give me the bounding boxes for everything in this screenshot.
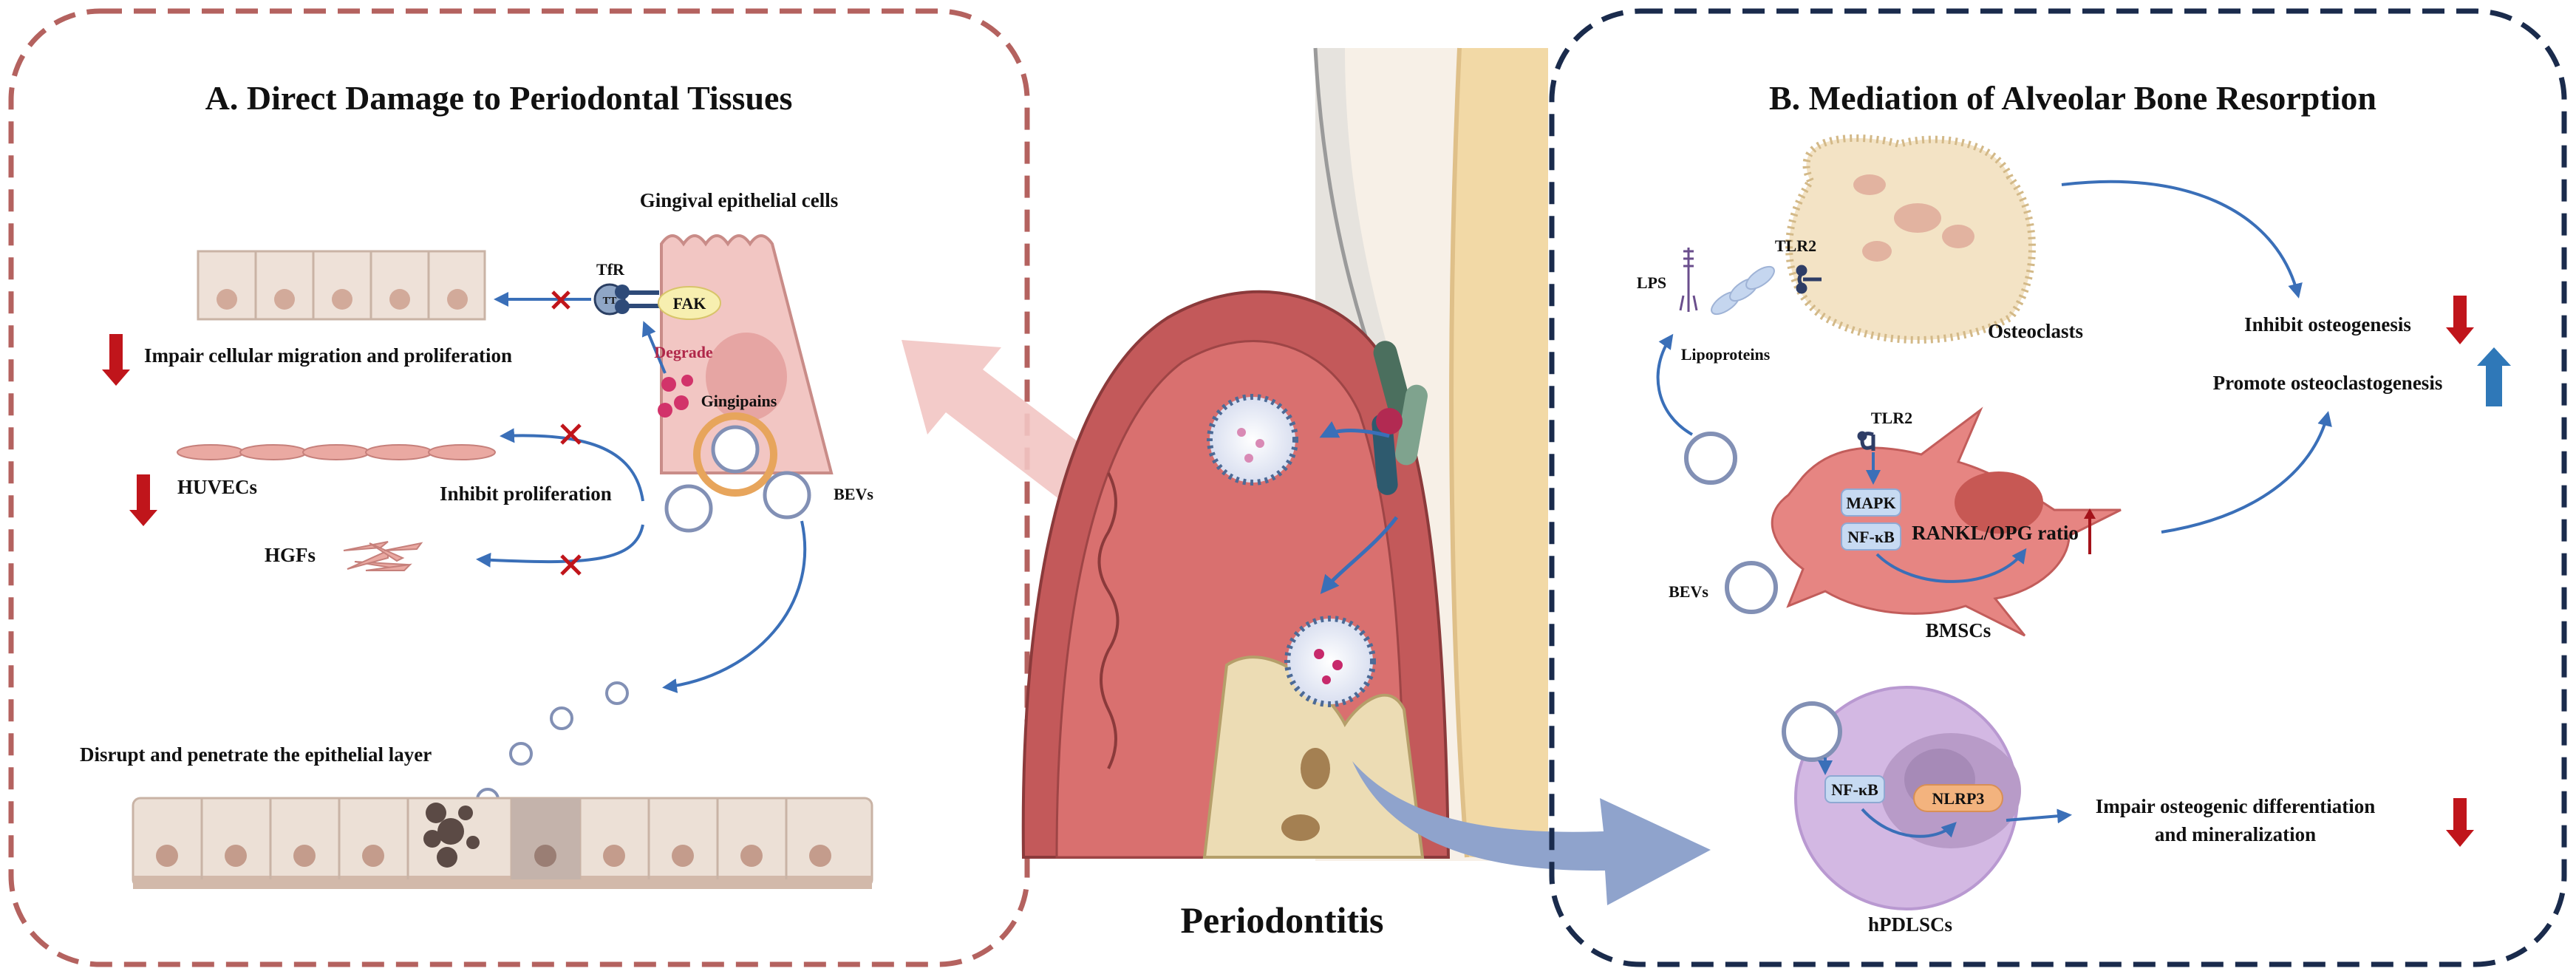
- periodontitis-label: Periodontitis: [1181, 899, 1384, 941]
- bevs-label-b: BEVs: [1669, 582, 1708, 601]
- fak-label: FAK: [673, 294, 706, 313]
- arrow-nfkb-to-rankl: [1875, 548, 2027, 583]
- block-x-icon: [551, 290, 570, 310]
- arrow-bacteria-to-vesicle-2: [1320, 516, 1398, 594]
- gum-vesicle-1: [1207, 394, 1298, 486]
- tt-label: TT: [603, 296, 617, 307]
- nlrp3-label: NLRP3: [1932, 789, 1985, 808]
- down-arrow-icon-b2: [2453, 798, 2467, 831]
- gingival-cells-label: Gingival epithelial cells: [640, 189, 839, 211]
- inhibit-proliferation-label: Inhibit proliferation: [440, 483, 612, 505]
- nfkb-bottom-label: NF-κB: [1831, 780, 1878, 799]
- tlr2-receptor-icon: [1796, 265, 1822, 294]
- tlr2-mid-receptor-icon: [1857, 431, 1875, 451]
- rankl-opg-label: RANKL/OPG ratio: [1912, 522, 2079, 544]
- epithelial-strip-top: [197, 250, 486, 321]
- arrow-to-hgfs: [476, 524, 644, 568]
- lps-label: LPS: [1637, 273, 1666, 292]
- down-arrow-head-b2: [2446, 830, 2474, 847]
- mapk-box: [1841, 488, 1901, 517]
- impair-osteogenic-line2: and mineralization: [2155, 823, 2316, 845]
- hgfs-cells-icon: [343, 541, 423, 571]
- down-arrow-head-2: [129, 510, 157, 526]
- mapk-label: MAPK: [1846, 494, 1895, 512]
- lps-icon: [1679, 248, 1698, 312]
- impair-migration-label: Impair cellular migration and proliferat…: [144, 344, 512, 367]
- osteoclast-nucleus-4: [1853, 174, 1886, 195]
- bev-vesicle-b1: [1684, 432, 1737, 485]
- bev-vesicle-b3: [1782, 701, 1842, 762]
- bev-vesicle-3: [763, 471, 811, 520]
- gingipains-icon: [658, 375, 693, 418]
- bmscs-label: BMSCs: [1926, 619, 1991, 641]
- bmsc-nucleus: [1955, 471, 2043, 534]
- down-arrow-icon-b1: [2453, 296, 2467, 329]
- block-x-icon-2: [560, 423, 582, 445]
- impair-osteogenic-line1: Impair osteogenic differentiation: [2096, 795, 2375, 817]
- arrow-bmsc-to-promote: [2161, 411, 2332, 534]
- fak-blob: [658, 286, 721, 320]
- nfkb-bottom-box: [1824, 775, 1885, 803]
- panel-a-title: A. Direct Damage to Periodontal Tissues: [205, 79, 793, 117]
- rankl-up-arrow-head: [2084, 508, 2096, 519]
- cell-nucleus: [706, 333, 787, 421]
- bev-dot-1: [605, 681, 629, 705]
- nfkb-mid-label: NF-κB: [1847, 528, 1895, 546]
- promote-osteoclastogenesis-label: Promote osteoclastogenesis: [2213, 372, 2443, 394]
- gum-vesicle-2: [1284, 616, 1376, 707]
- tooth-gum-illustration: [1021, 47, 1548, 861]
- down-arrow-icon: [109, 334, 123, 371]
- up-arrow-icon: [2477, 347, 2511, 406]
- tfr-receptor-icon: [593, 283, 659, 316]
- bev-dot-2: [550, 706, 573, 730]
- block-x-icon-3: [560, 554, 582, 576]
- down-arrow-head: [102, 369, 130, 386]
- down-arrow-icon-2: [137, 474, 150, 511]
- hpdlscs-label: hPDLSCs: [1868, 913, 1952, 936]
- lipoproteins-icon: [1711, 265, 1775, 316]
- down-arrow-head-b1: [2446, 327, 2474, 344]
- degrade-label: Degrade: [654, 343, 713, 361]
- bev-vesicle-b2: [1725, 561, 1778, 614]
- arrow-nfkb-to-nlrp3: [1861, 808, 1957, 838]
- hgfs-label: HGFs: [265, 544, 316, 566]
- epithelial-layer-bottom: [132, 797, 873, 889]
- nlrp3-box: [1913, 784, 2003, 812]
- endocytosis-pit: [693, 412, 777, 497]
- tfr-label: TfR: [596, 260, 625, 279]
- gingipains-label: Gingipains: [701, 392, 777, 410]
- bev-dot-3: [509, 742, 533, 766]
- disrupt-label: Disrupt and penetrate the epithelial lay…: [80, 743, 432, 766]
- osteoclast-nucleus-1: [1894, 203, 1941, 233]
- huvecs-label: HUVECs: [177, 476, 257, 498]
- arrow-bacteria-to-vesicle: [1319, 420, 1390, 438]
- nfkb-mid-box: [1841, 522, 1901, 551]
- bevs-label-a: BEVs: [834, 485, 873, 503]
- panel-b-title: B. Mediation of Alveolar Bone Resorption: [1769, 79, 2376, 117]
- arrow-bev-descend: [662, 520, 807, 693]
- osteoclast-cell: [1785, 134, 2036, 344]
- huvecs-cells-icon: [177, 444, 496, 460]
- damaged-cell-icon: [423, 803, 480, 868]
- bmsc-cell: [1771, 406, 2122, 637]
- bev-vesicle-2: [664, 484, 713, 533]
- osteoclast-nucleus-3: [1862, 241, 1892, 262]
- panel-b-border: [1549, 8, 2567, 967]
- arrow-bev-to-lps: [1656, 333, 1693, 436]
- blue-arrow-to-panel-b: [1352, 761, 1711, 905]
- lipoproteins-label: Lipoproteins: [1681, 345, 1771, 364]
- arrow-nlrp3-to-impair: [2006, 808, 2072, 824]
- osteoclast-nucleus-2: [1942, 225, 1974, 248]
- arrow-degrade: [641, 321, 667, 374]
- bev-vesicle: [711, 425, 760, 474]
- osteoclasts-label: Osteoclasts: [1988, 320, 2083, 342]
- inhibit-osteogenesis-label: Inhibit osteogenesis: [2244, 313, 2411, 336]
- arrow-osteoclast-to-inhibit: [2061, 180, 2303, 299]
- tlr2-mid-label: TLR2: [1871, 409, 1912, 427]
- panel-a-border: [8, 8, 1030, 967]
- arrow-to-huvecs: [500, 428, 644, 502]
- tlr2-top-label: TLR2: [1775, 236, 1816, 255]
